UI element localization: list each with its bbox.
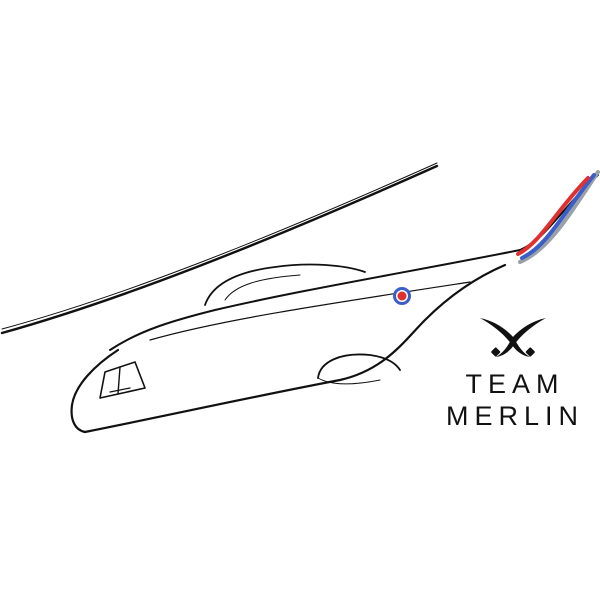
fuselage-belly: [83, 263, 507, 434]
engine-hump-inner: [224, 274, 301, 301]
wordmark-line-1: TEAM: [465, 369, 565, 399]
tail-stripe-grey: [518, 170, 600, 264]
rotor-blade-line: [1, 162, 438, 330]
tail-stripe-blue: [520, 173, 596, 260]
cockpit-window: [99, 361, 146, 399]
sponson-lower: [317, 377, 381, 385]
cabin-line: [149, 281, 471, 341]
crossed-kukri-icon: [480, 318, 546, 357]
fuselage-nose: [70, 348, 120, 434]
wordmark-line-2: MERLIN: [445, 401, 584, 431]
sponson: [317, 353, 401, 379]
cockpit-frame: [109, 387, 131, 393]
engine-hump: [204, 263, 366, 306]
cockpit-frame: [117, 366, 121, 395]
rotor-blade-line: [0, 164, 439, 335]
tail-stripe-red: [516, 176, 590, 256]
roundel-icon: [393, 287, 411, 305]
team-merlin-wordmark: TEAM MERLIN: [440, 368, 590, 432]
